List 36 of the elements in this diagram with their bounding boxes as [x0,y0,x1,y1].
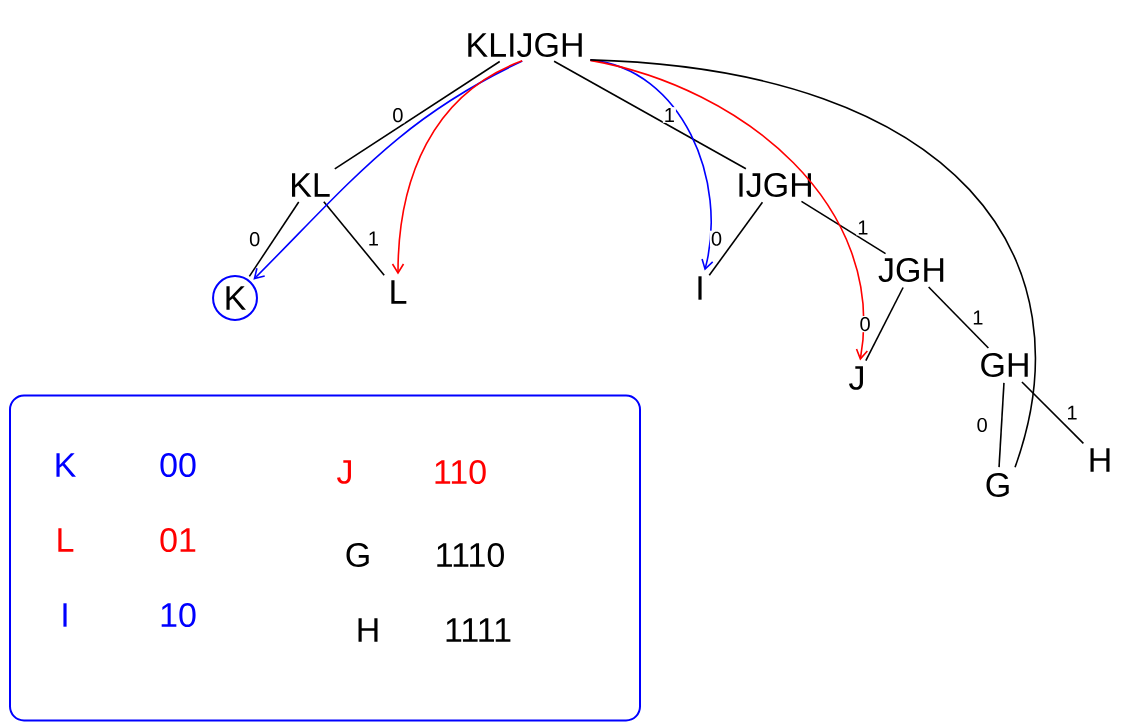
code-table: K 00 J 110 L 01 G 1110 I 10 H 1111 [9,394,641,722]
tree-branch [927,286,990,349]
tree-branch [1021,381,1085,445]
tree-branch [589,59,1037,469]
edge-label: 1 [662,107,676,123]
tree-node-label: H [1090,448,1110,472]
tree-node-label: KLIJGH [468,32,582,58]
tree-branch [553,60,747,170]
tree-branch [248,201,300,278]
tree-branch [800,200,887,255]
edge-label: 0 [248,231,262,248]
edge-label: 0 [858,316,872,333]
tree-node-label: IJGH [739,172,811,198]
edge-label: 0 [391,107,405,124]
circled-letter: K [212,275,258,321]
tree-node-label: G [986,472,1009,498]
tree-node-label: KL [292,173,330,197]
edge-label: 1 [1065,404,1079,421]
tree-node-label: L [391,280,407,304]
edge-label: 1 [856,219,870,236]
arrow [589,59,869,361]
tree-node-label: J [849,366,863,390]
tree-branch [998,382,1005,468]
tree-branch [323,201,385,276]
edge-label: 0 [709,230,724,247]
tree-node-label: GH [981,352,1028,378]
edge-label: 1 [366,230,380,247]
arrow [391,60,523,275]
edge-label: 1 [971,309,985,326]
tree-node-label: JGH [878,257,944,283]
tree-node-label: I [698,276,702,300]
tree-branch [865,286,904,362]
tree-branch [708,201,764,277]
arrow [253,60,524,280]
edge-label: 0 [975,416,989,434]
tree-branch [333,60,501,170]
